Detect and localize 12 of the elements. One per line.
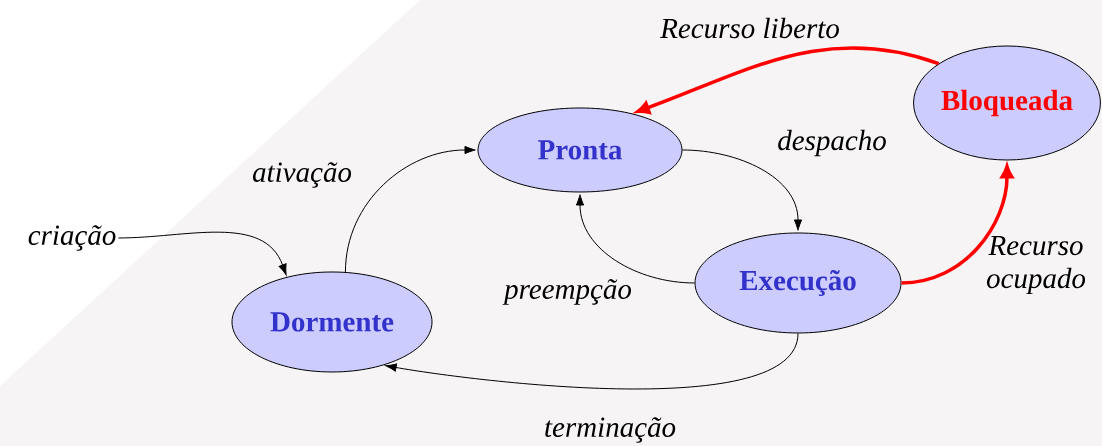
arrow — [118, 231, 287, 276]
edge-label: ativação — [252, 162, 352, 188]
edge-label: despacho — [778, 129, 886, 157]
edge-label: preempção — [502, 279, 632, 305]
edge-label: Recurso ocupado — [986, 235, 1086, 295]
arrow — [344, 145, 476, 273]
arrow — [575, 194, 695, 284]
arrow — [682, 149, 803, 231]
edge-label: criação — [28, 225, 116, 251]
edge-label: Recurso liberto — [660, 17, 839, 39]
edge-label: terminação — [545, 417, 676, 443]
arrow — [385, 333, 799, 390]
